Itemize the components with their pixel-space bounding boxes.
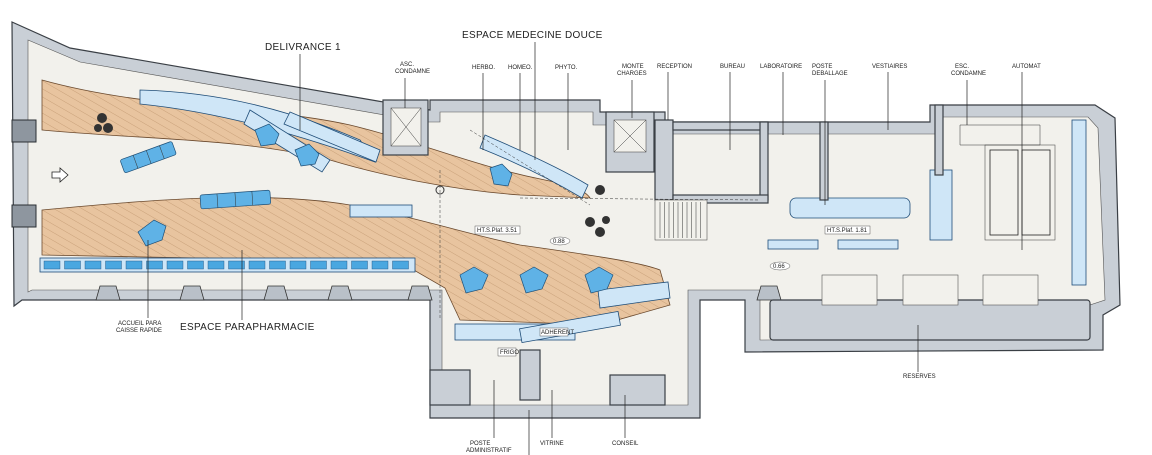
frigo-label: FRIGO: [500, 350, 519, 356]
partitions: [382, 99, 1091, 406]
shelf-cell: [166, 260, 184, 270]
shelf-cell: [371, 260, 389, 270]
entrance-arrow-icon: [51, 167, 69, 183]
label-vitrine: VITRINE: [540, 441, 564, 447]
shelf-cell: [310, 260, 327, 270]
height-tag-3: 0.88: [553, 239, 565, 245]
label-esc-condamne: ESC. CONDAMNE: [951, 64, 986, 77]
label-reserves: RESERVES: [903, 374, 936, 380]
label-delivrance: DELIVRANCE 1: [265, 42, 341, 53]
stairs: [654, 199, 708, 241]
label-reception: RECEPTION: [657, 64, 692, 70]
reserve-tables: [821, 274, 1039, 306]
in-plan-labels: ADHERENT FRIGO: [497, 327, 574, 357]
label-laboratoire: LABORATOIRE: [760, 64, 802, 70]
shelf-cell: [228, 260, 245, 270]
shelf-cell: [269, 260, 286, 270]
automat-unit: [959, 124, 1056, 241]
shelf-cell: [43, 260, 61, 270]
height-tag-4: 0.66: [773, 264, 785, 270]
label-conseil: CONSEIL: [612, 441, 639, 447]
adherent-label: ADHERENT: [541, 330, 574, 336]
seating: [120, 123, 614, 294]
shelf-cell: [392, 260, 409, 270]
shelf-cell: [64, 260, 81, 270]
shelf-cell: [146, 260, 163, 270]
label-monte-charges: MONTE CHARGES: [617, 64, 647, 77]
height-tag-2: HT.S.Plaf. 1.81: [827, 228, 868, 234]
shelf-cell: [351, 260, 368, 270]
shelf-cell: [289, 260, 307, 270]
shelving: [39, 89, 1087, 344]
shelf-cell: [207, 260, 225, 270]
label-phyto: PHYTO.: [555, 65, 578, 71]
label-herbo: HERBO.: [472, 65, 495, 71]
label-poste-deballage: POSTE DEBALLAGE: [812, 64, 848, 77]
shelf-cell: [105, 260, 122, 270]
shelf-cell: [125, 260, 143, 270]
label-espace-medecine-douce: ESPACE MEDECINE DOUCE: [462, 30, 603, 41]
label-accueil-para: ACCUEIL PARA CAISSE RAPIDE: [116, 321, 163, 334]
label-espace-parapharmacie: ESPACE PARAPHARMACIE: [180, 322, 315, 333]
shelf-cell: [84, 260, 102, 270]
shelf-cell: [187, 260, 204, 270]
circulation-lines: [439, 129, 761, 320]
left-bay-upper: [11, 119, 37, 143]
label-automat: AUTOMAT: [1012, 64, 1041, 70]
label-poste-administratif: POSTE ADMINISTRATIF: [466, 441, 512, 454]
label-bureau: BUREAU: [720, 64, 745, 70]
label-vestiaires: VESTIAIRES: [872, 64, 907, 70]
facade-pillars: [95, 285, 782, 301]
annotation-labels: DELIVRANCE 1 ESPACE MEDECINE DOUCE ASC. …: [116, 30, 1041, 455]
shelf-cell: [330, 260, 348, 270]
shelf-cell: [248, 260, 266, 270]
label-asc-condamne: ASC. CONDAMNE: [395, 62, 430, 75]
label-homeo: HOMEO.: [508, 65, 533, 71]
height-tags: HT.S.Plaf. 3.51 HT.S.Plaf. 1.81 0.88 0.6…: [474, 225, 871, 271]
height-tag-1: HT.S.Plaf. 3.51: [477, 228, 518, 234]
left-bay-lower: [11, 204, 37, 228]
